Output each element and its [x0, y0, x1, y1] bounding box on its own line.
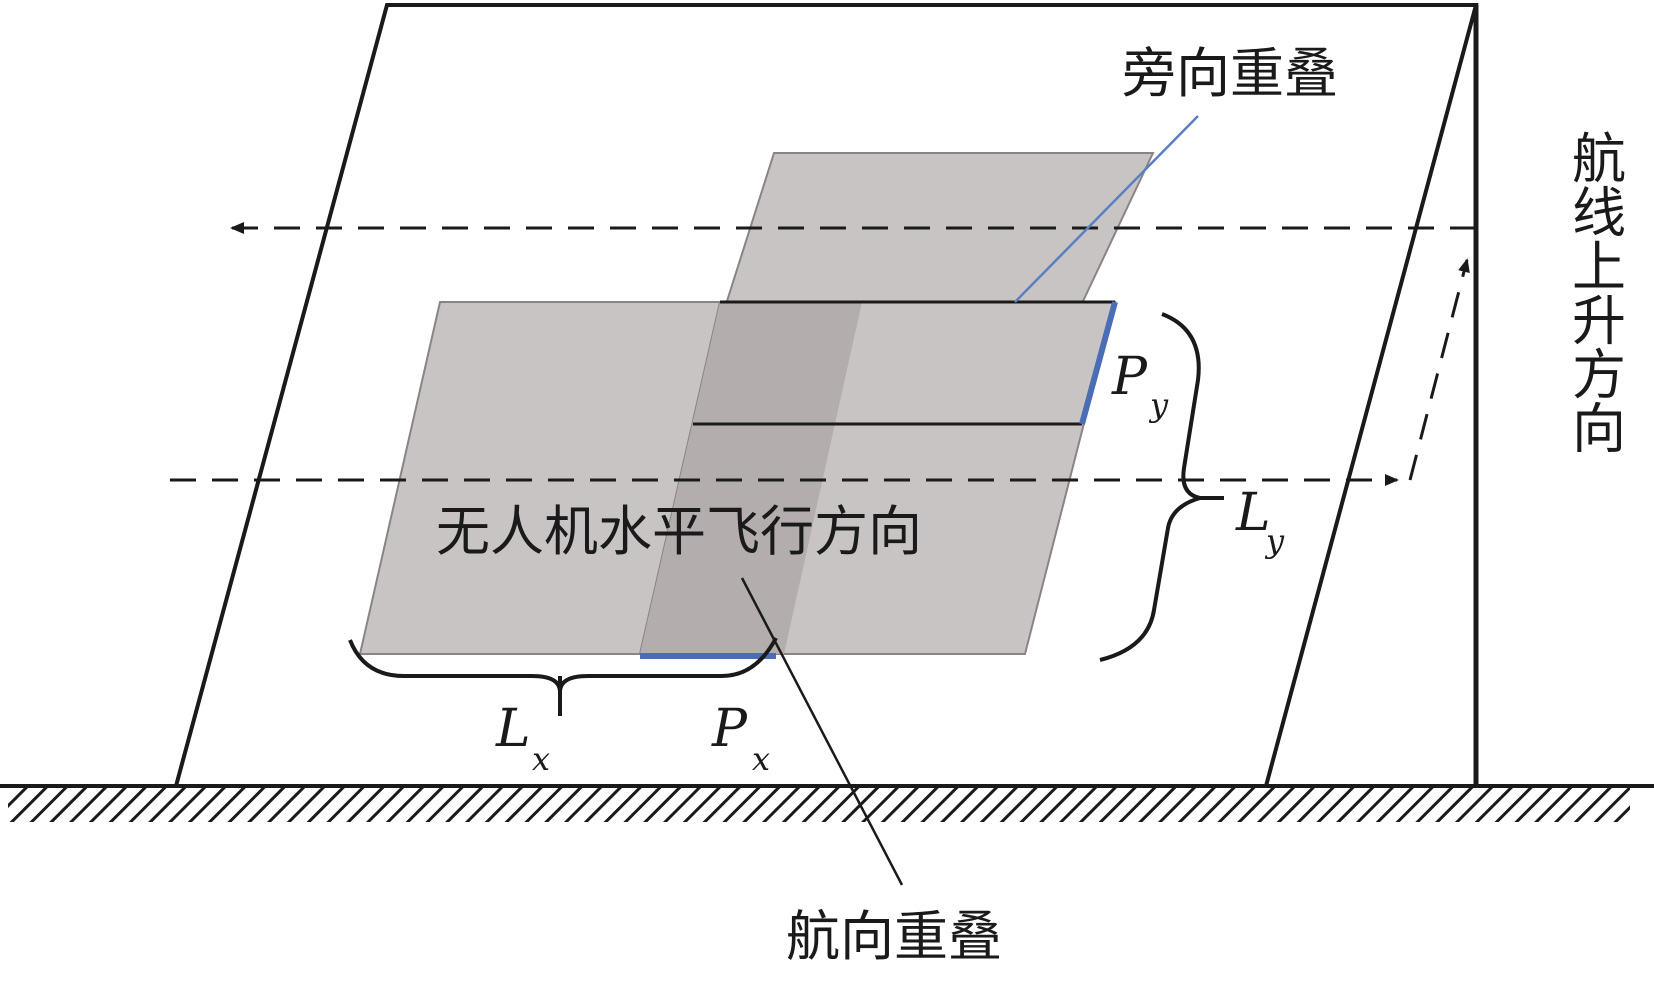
py-subscript: y [1148, 386, 1169, 424]
side-overlap-label: 旁向重叠 [1122, 42, 1338, 105]
side-overlap-leader [1014, 115, 1199, 303]
py-highlight [1079, 301, 1118, 425]
turn-line [1408, 258, 1470, 481]
forward-overlap-leader [740, 577, 904, 886]
py-symbol: P [1111, 347, 1148, 407]
lx-symbol: L [495, 699, 531, 759]
forward-overlap-region [640, 302, 862, 654]
px-subscript: x [752, 740, 770, 778]
ly-symbol: L [1235, 483, 1271, 543]
lx-subscript: x [532, 740, 550, 778]
ground-hatch [8, 786, 1630, 822]
px-symbol: P [711, 699, 748, 759]
ly-subscript: y [1264, 522, 1285, 560]
flight-direction-label: 无人机水平飞行方向 [436, 500, 922, 563]
forward-overlap-label: 航向重叠 [786, 905, 1002, 968]
route-ascent-direction-label: 航线上升方向 [1563, 130, 1626, 454]
